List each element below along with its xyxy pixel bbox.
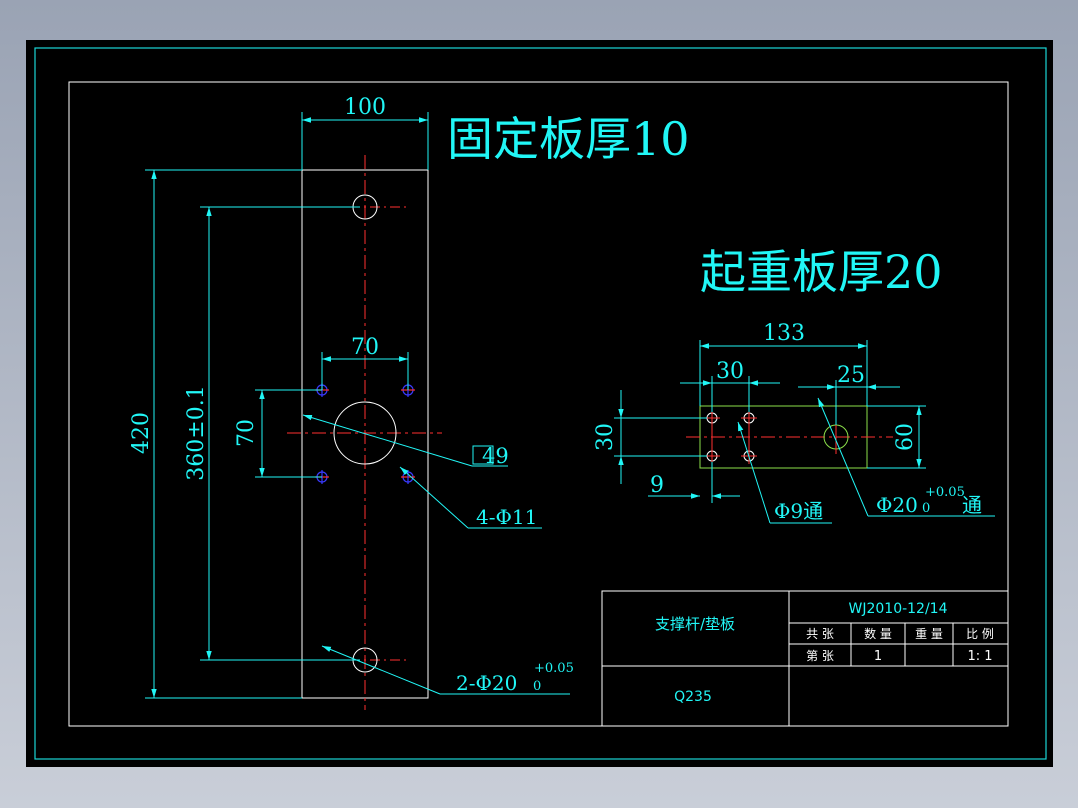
dim-length-text: 133 <box>763 321 805 346</box>
outer-frame <box>34 47 1047 760</box>
dim-width-100 <box>301 112 429 170</box>
dim-edge-small-text: 9 <box>650 473 664 498</box>
material: Q235 <box>674 689 712 705</box>
dim-length-133 <box>699 340 868 406</box>
leader-square <box>302 414 508 467</box>
quantity-value: 1 <box>874 649 882 664</box>
dim-height-right <box>867 405 926 469</box>
bolt-holes-text: 4-Φ11 <box>476 505 537 529</box>
label-total-sheets: 共 张 <box>806 627 834 641</box>
lifting-plate-title: 起重板厚20 <box>700 245 943 299</box>
dim-height-420 <box>145 169 302 699</box>
inner-frame <box>68 81 1009 727</box>
dim-height-left-text: 30 <box>593 423 618 451</box>
center-hole <box>333 401 397 465</box>
dim-height-right-text: 60 <box>893 423 918 451</box>
big-hole-tolerance-low: 0 <box>922 501 930 516</box>
leader-small-holes <box>737 421 832 524</box>
scale-value: 1: 1 <box>967 649 992 664</box>
dim-bolt-y <box>255 389 322 478</box>
leader-end-holes <box>321 645 570 695</box>
label-scale: 比 例 <box>966 627 994 641</box>
small-hole-cross-marks <box>704 410 757 464</box>
fixed-plate-view: 100 420 360±0.1 70 70 <box>129 95 574 710</box>
end-holes-text: 2-Φ20 <box>456 671 517 695</box>
big-hole-suffix: 通 <box>962 493 982 517</box>
sheet-background <box>26 40 1053 767</box>
end-holes-tolerance: +0.05 <box>534 661 574 676</box>
big-hole-tolerance: +0.05 <box>925 485 965 500</box>
lifting-plate-view: 133 30 25 30 <box>593 321 995 524</box>
dim-bolt-x-text: 70 <box>351 335 379 360</box>
dim-bolt-y-text: 70 <box>234 419 259 447</box>
dim-hole-span <box>200 206 360 661</box>
dim-hole-span-text: 360±0.1 <box>184 385 209 480</box>
square-dim-text: 49 <box>482 444 509 468</box>
label-sheet-number: 第 张 <box>806 649 834 663</box>
dim-edge-offset <box>798 380 900 425</box>
dim-height-text: 420 <box>129 412 154 454</box>
drawing-number: WJ2010-12/14 <box>849 601 948 617</box>
label-weight: 重 量 <box>915 627 943 641</box>
dim-edge-offset-text: 25 <box>837 363 865 388</box>
dim-height-left <box>614 390 707 484</box>
title-block: 支撑杆/垫板 Q235 WJ2010-12/14 共 张 数 量 重 量 比 例… <box>601 590 1009 727</box>
big-hole-text: Φ20 <box>876 493 918 517</box>
end-holes-tolerance-low: 0 <box>533 679 541 694</box>
small-holes-text: Φ9通 <box>774 499 823 523</box>
dim-bolt-x <box>321 352 409 390</box>
dim-width-text: 100 <box>344 95 386 120</box>
leader-bolt-holes <box>399 466 542 529</box>
label-quantity: 数 量 <box>864 626 892 641</box>
dim-hole-spacing-text: 30 <box>716 359 744 384</box>
fixed-plate-title: 固定板厚10 <box>447 112 690 166</box>
leader-big-hole <box>817 397 995 517</box>
dim-hole-spacing <box>680 376 780 412</box>
part-name: 支撑杆/垫板 <box>655 615 735 633</box>
dim-edge-small <box>648 462 740 503</box>
